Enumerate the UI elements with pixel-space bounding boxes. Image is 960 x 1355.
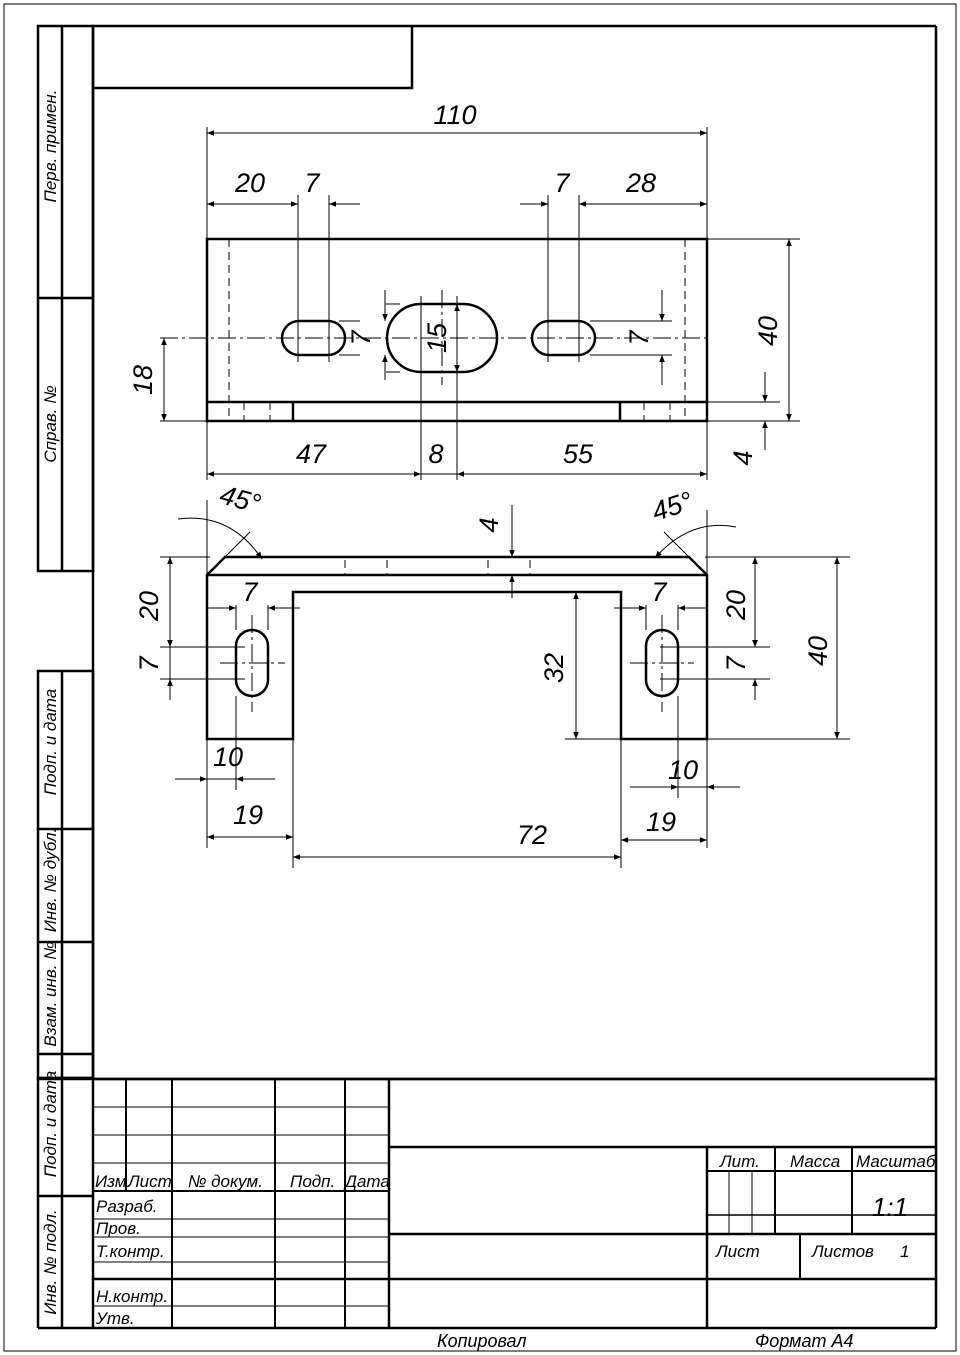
tb-scale-value: 1:1 [872,1192,908,1222]
tb-lit: Лит. [719,1152,760,1171]
dim-right-slot-width-front: 7 [651,577,667,607]
dim-left-slot-height-front: 7 [134,656,164,672]
side-label-vzam-inv: Взам. инв. № [41,941,60,1046]
front-view-slots [234,628,680,698]
dim-left-angle: 45° [217,480,264,520]
tb-col-list: Лист [127,1172,172,1191]
dim-inner-height: 32 [539,653,569,683]
top-view-dimension-lines [161,130,792,477]
front-view-dimension-values: 45° 45° 4 20 7 7 7 20 7 40 32 10 10 19 7… [134,480,833,850]
front-view-center-lines [220,615,694,712]
dim-right-slot-width: 7 [554,168,570,198]
dim-left-slot-width-front: 7 [242,577,258,607]
top-view-hidden-lines [228,239,686,421]
footer: Копировал Формат А4 [437,1331,854,1351]
dim-right-leg-width: 19 [646,807,676,837]
trim-frame [3,3,957,1352]
dim-right-slot-height: 7 [624,330,654,346]
side-label-inv-podl: Инв. № подл. [41,1209,60,1315]
dim-overall-length: 110 [433,100,476,130]
front-view-outline [205,555,709,741]
front-view: 45° 45° 4 20 7 7 7 20 7 40 32 10 10 19 7… [134,480,850,868]
side-label-podp-data-2: Подп. и дата [41,1071,60,1177]
tb-col-podp: Подп. [290,1172,335,1191]
dim-left-edge-to-slot: 20 [234,168,265,198]
dim-oval-to-right: 55 [563,439,594,469]
dim-left-top-offset: 20 [134,591,164,622]
dim-right-angle: 45° [648,486,696,527]
title-block-lower [36,1079,938,1330]
dim-left-slot-pos: 10 [213,742,243,772]
front-view-dimension-lines [167,505,840,860]
front-view-hidden-lines [344,560,531,575]
dim-left-slot-height: 7 [346,330,376,346]
dim-right-slot-pos: 10 [668,755,698,785]
tb-row-prov: Пров. [96,1219,141,1238]
top-view-center-lines [160,290,710,385]
dim-left-slot-width: 7 [304,168,320,198]
tb-row-razrab: Разраб. [96,1197,158,1216]
title-block-text: Изм. Лист № докум. Подп. Дата Разраб. Пр… [95,1152,937,1328]
dim-flange-thickness: 4 [728,450,758,465]
tb-list: Лист [715,1242,760,1261]
side-label-podp-data-1: Подп. и дата [41,689,60,795]
tb-col-data: Дата [343,1172,390,1191]
tb-col-dokum: № докум. [188,1172,263,1191]
title-block [91,1077,938,1281]
drawing-border [91,24,938,1081]
dim-height-40: 40 [753,316,783,346]
side-label-sprav-no: Справ. № [41,385,60,462]
footer-kopiroval: Копировал [437,1331,527,1351]
top-view: 110 20 7 7 28 18 7 15 7 40 4 47 8 55 [128,100,800,480]
dim-left-to-oval: 47 [296,439,327,469]
top-view-extension-lines [160,127,800,480]
dim-right-slot-height-front: 7 [721,656,751,672]
tb-masshtab: Масштаб [856,1152,937,1171]
tb-listov: Листов [811,1242,874,1261]
dim-right-slot-to-edge: 28 [625,168,656,198]
tb-row-tkontr: Т.контр. [96,1242,165,1261]
dim-oval-height: 15 [422,322,452,353]
tb-listov-value: 1 [900,1242,909,1261]
tb-massa: Масса [790,1152,840,1171]
footer-format: Формат А4 [755,1331,854,1351]
side-label-inv-dubl: Инв. № дубл. [41,828,60,933]
dim-right-top-offset: 20 [721,590,751,621]
dim-axis-height: 18 [128,365,158,395]
tb-col-izm: Изм. [95,1172,131,1191]
dim-overall-height-front: 40 [803,636,833,666]
tb-row-utv: Утв. [95,1309,135,1328]
top-view-dimension-values: 110 20 7 7 28 18 7 15 7 40 4 47 8 55 [128,100,783,469]
dim-oval-width: 8 [428,439,443,469]
side-strip-labels: Перв. примен. Справ. № Подп. и дата Инв.… [41,90,60,1315]
side-label-perv-primen: Перв. примен. [41,90,60,203]
dim-left-leg-width: 19 [233,800,263,830]
front-view-extension-lines [160,500,850,868]
dim-thickness: 4 [474,517,504,532]
tb-row-nkontr: Н.контр. [96,1287,168,1306]
dim-inner-width: 72 [517,820,547,850]
